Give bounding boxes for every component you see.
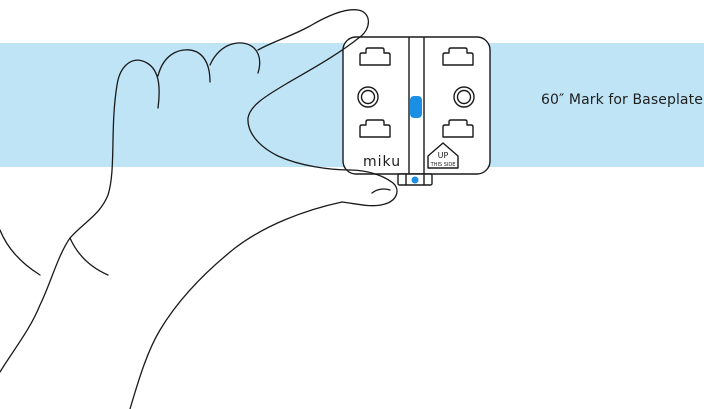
hand-outline (0, 9, 398, 409)
baseplate-mark-label: 60″ Mark for Baseplate (541, 92, 703, 108)
center-button (410, 96, 422, 118)
clip-dot (411, 176, 419, 184)
up-this-side-sticker (427, 142, 459, 169)
sticker-line-up: UP (438, 151, 449, 160)
sticker-line-this-side: THIS SIDE (430, 162, 456, 168)
brand-logo-text: miku (363, 154, 401, 170)
